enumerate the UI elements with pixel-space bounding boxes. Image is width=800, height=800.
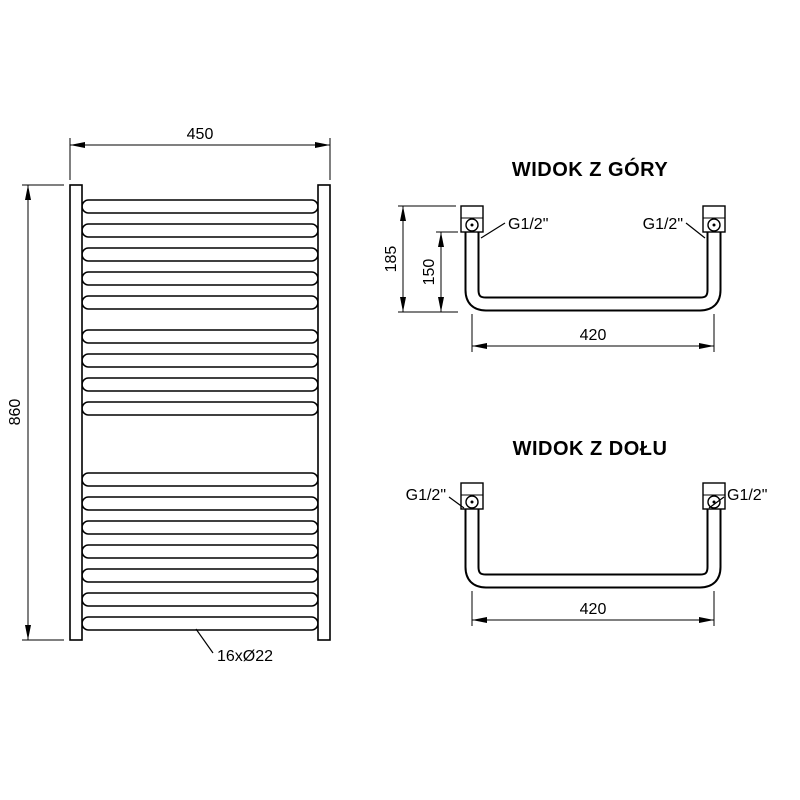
radiator-tube (81, 496, 319, 511)
radiator-tube (81, 568, 319, 583)
tube-callout: 16xØ22 (195, 628, 273, 665)
radiator-tube (81, 592, 319, 607)
leader-line (685, 222, 706, 239)
dimension-spacing-bottom: 420 (471, 591, 715, 626)
leader-line (448, 496, 465, 509)
spacing-label: 420 (580, 327, 607, 344)
depth-axis-label: 150 (421, 259, 438, 286)
radiator-tube (81, 401, 319, 416)
bottom-view: WIDOK Z DOŁU G1/2" G1/2" 420 (406, 438, 767, 626)
top-view-pipe-outline (464, 232, 722, 312)
radiator-tube (81, 472, 319, 487)
front-view: 450 860 16xØ22 (7, 126, 331, 665)
width-dimension-label: 450 (187, 126, 214, 143)
depth-total-label: 185 (383, 246, 400, 273)
valve-dot (470, 223, 474, 227)
thread-label-right: G1/2" (643, 216, 706, 239)
left-collector (69, 184, 83, 641)
radiator-tube (81, 271, 319, 286)
dimension-spacing-top: 420 (471, 314, 715, 352)
thread-size-label: G1/2" (727, 487, 767, 504)
dimension-depth-axis: 150 (421, 231, 458, 312)
thread-label-right: G1/2" (708, 487, 767, 509)
valve-dot (712, 500, 716, 504)
thread-size-label: G1/2" (508, 216, 548, 233)
thread-size-label: G1/2" (643, 216, 683, 233)
bottom-view-title: WIDOK Z DOŁU (513, 438, 668, 460)
right-collector (317, 184, 331, 641)
valve-dot (712, 223, 716, 227)
bottom-view-right-fitting (702, 482, 726, 510)
dimension-depth-total: 185 (383, 205, 458, 313)
radiator-tube (81, 377, 319, 392)
radiator-tube (81, 329, 319, 344)
height-dimension-label: 860 (7, 399, 24, 426)
top-view-pipe-bore (466, 232, 720, 310)
top-view-title: WIDOK Z GÓRY (512, 157, 669, 181)
radiator-tube (81, 223, 319, 238)
radiator-tube (81, 247, 319, 262)
radiator-tube (81, 295, 319, 310)
top-view: WIDOK Z GÓRY G1/2" G1/2" 185 (383, 157, 726, 352)
radiator-tube (81, 353, 319, 368)
radiator-tube (81, 544, 319, 559)
thread-label-left: G1/2" (406, 487, 465, 509)
bottom-view-pipe-bore (466, 509, 720, 587)
thread-label-left: G1/2" (480, 216, 548, 239)
bottom-view-left-fitting (460, 482, 484, 510)
valve-dot (470, 500, 474, 504)
dimension-height: 860 (7, 184, 64, 641)
tube-count-label: 16xØ22 (217, 648, 273, 665)
leader-line (480, 222, 506, 239)
radiator-tube (81, 199, 319, 214)
top-view-right-fitting (702, 205, 726, 233)
leader-line (195, 628, 214, 654)
thread-size-label: G1/2" (406, 487, 446, 504)
radiator-tube (81, 616, 319, 631)
radiator-tubes (81, 199, 319, 631)
dimension-width: 450 (69, 126, 331, 180)
top-view-left-fitting (460, 205, 484, 233)
radiator-tube (81, 520, 319, 535)
leader-line (708, 496, 725, 509)
bottom-view-pipe-outline (464, 509, 722, 589)
spacing-label: 420 (580, 601, 607, 618)
